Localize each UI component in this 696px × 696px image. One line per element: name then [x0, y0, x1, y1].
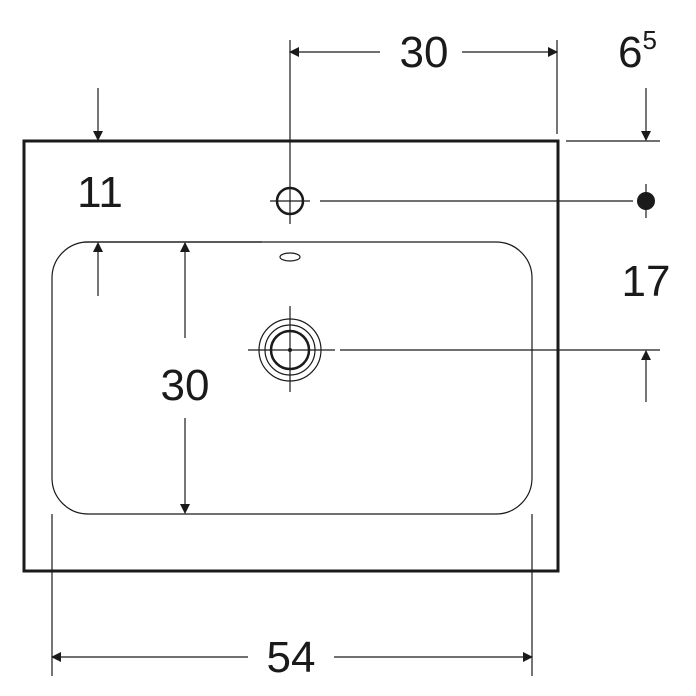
dimension-label-side-offset-sup: 5 — [642, 25, 656, 55]
dimension-label-side-offset: 65 — [618, 25, 657, 77]
dimension-label-side-offset-main: 6 — [618, 28, 642, 77]
dimension-label-overall-width: 54 — [267, 633, 316, 682]
extension-lines — [51, 40, 660, 676]
basin-outline — [22, 139, 560, 573]
dimension-label-rim-depth: 11 — [77, 168, 123, 217]
dimension-label-tap-offset: 30 — [400, 28, 449, 77]
dimension-label-bowl-depth: 30 — [161, 361, 210, 410]
bowl-outline — [51, 241, 533, 515]
overflow-slot — [279, 252, 301, 262]
tap-hole — [270, 40, 310, 224]
dimension-label-drain-offset: 17 — [622, 257, 671, 306]
drain — [248, 306, 335, 392]
